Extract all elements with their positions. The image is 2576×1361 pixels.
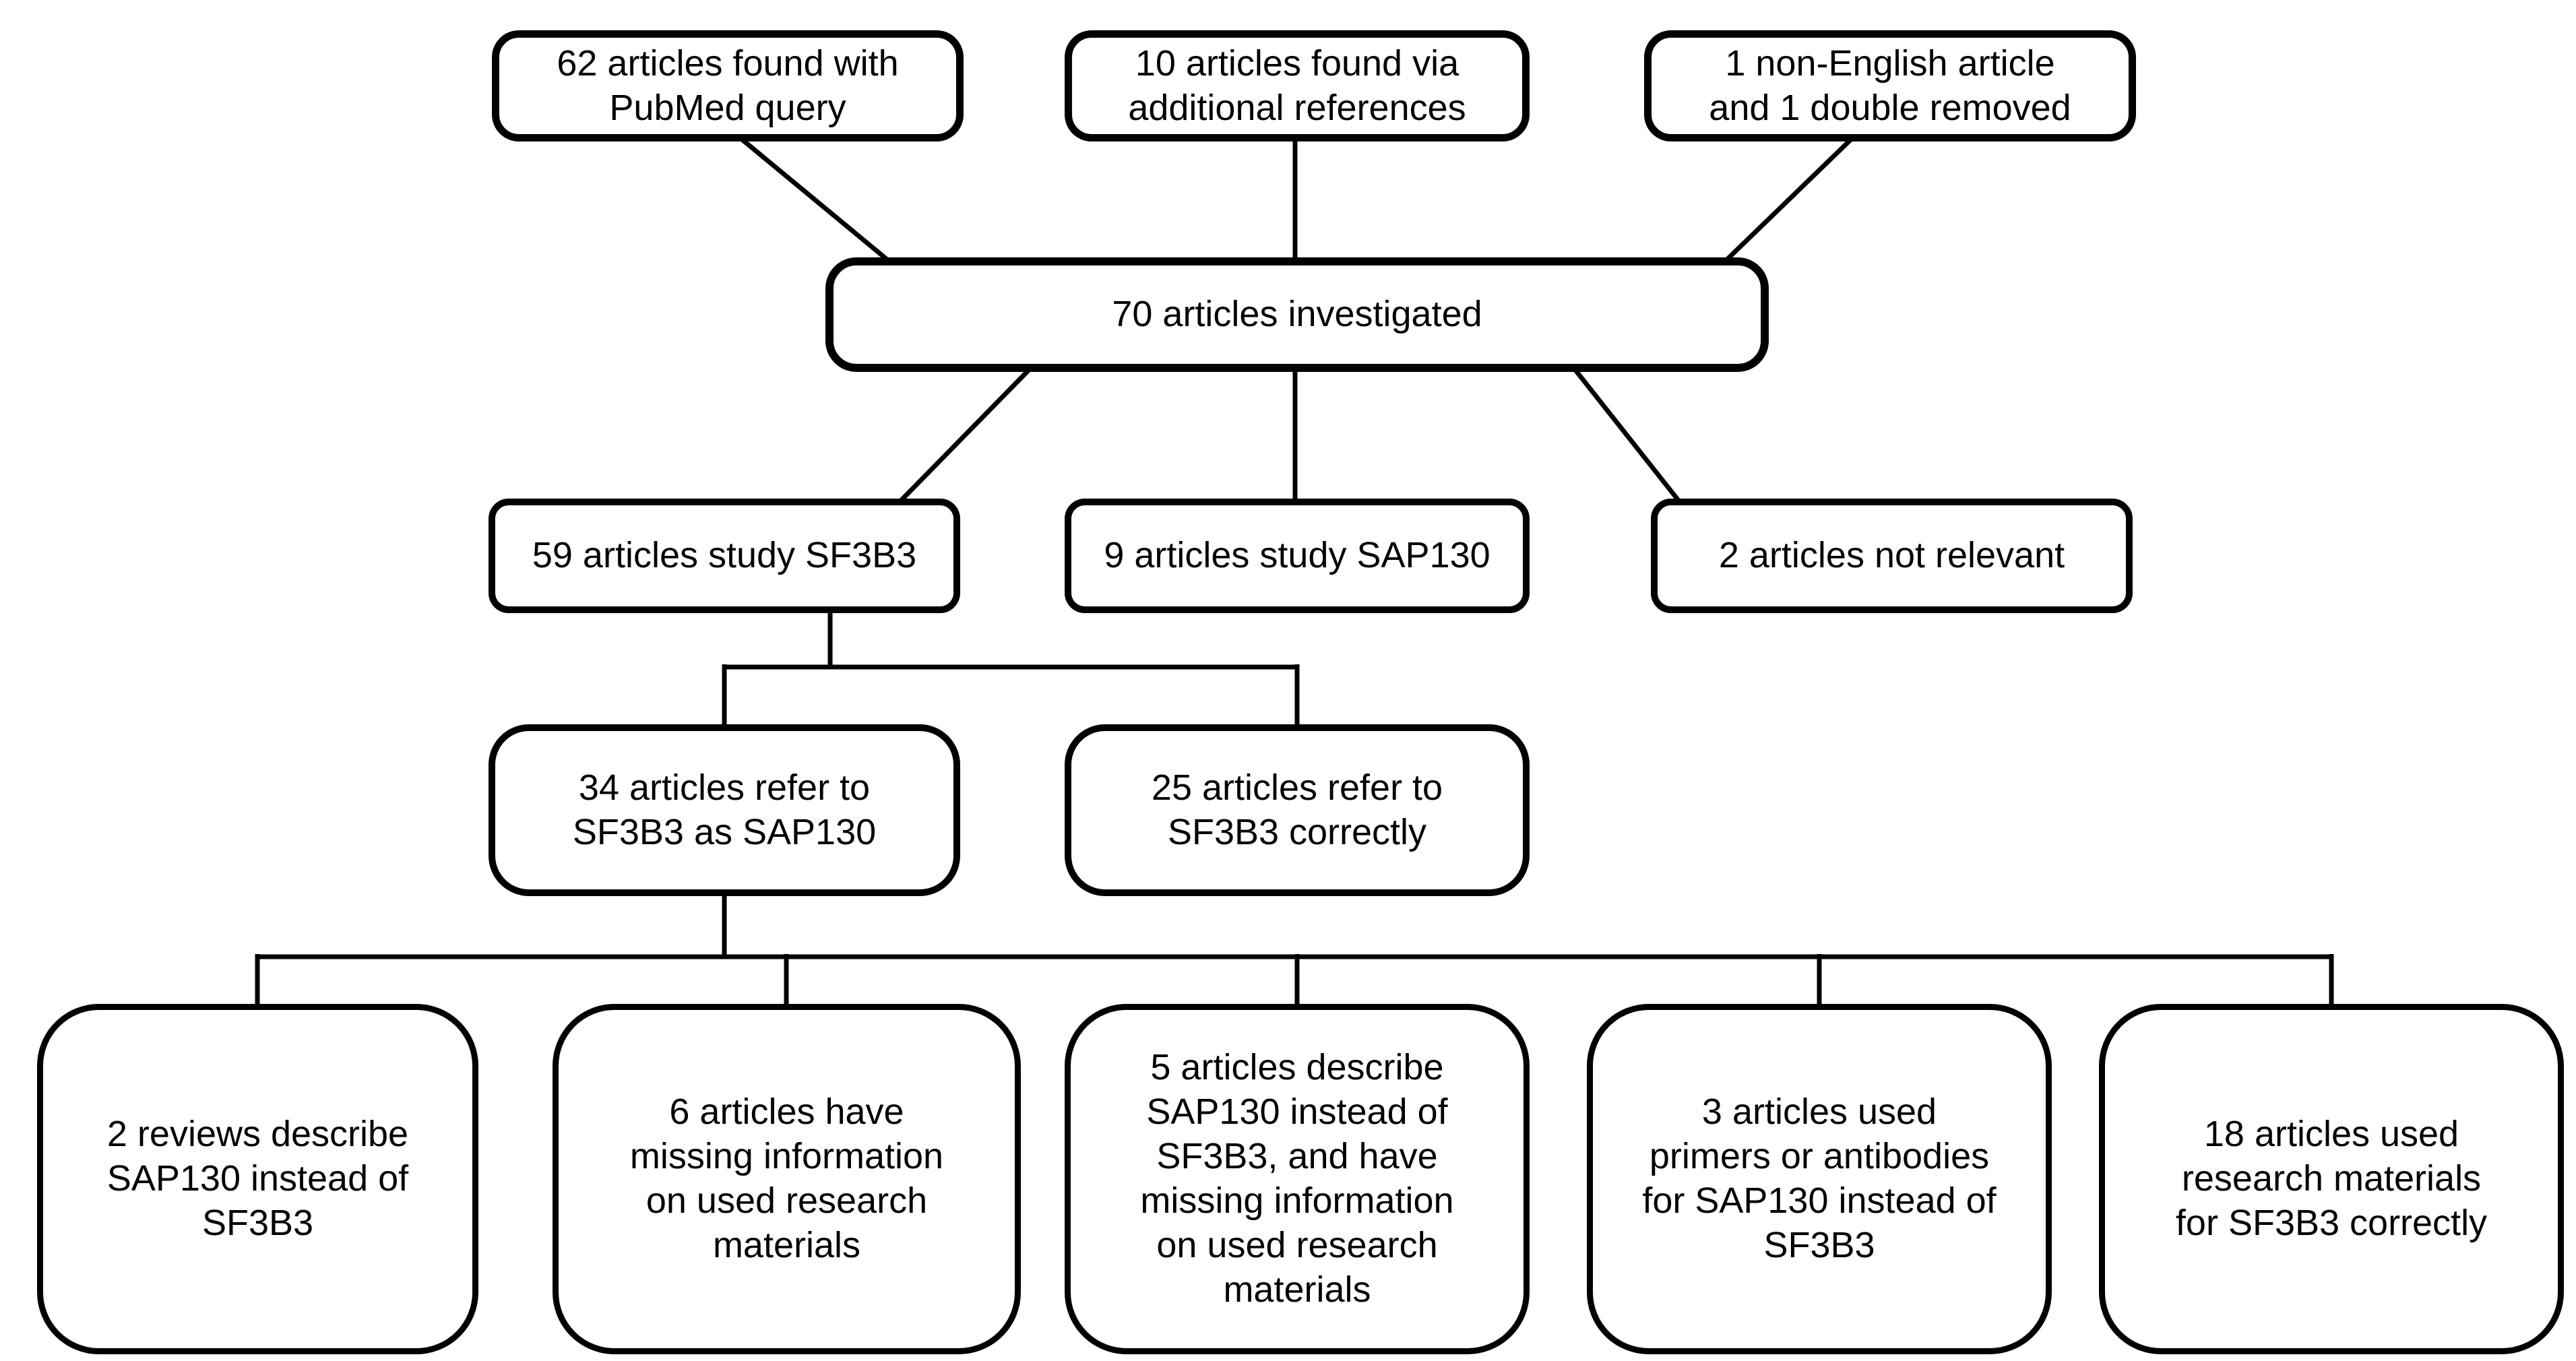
node-label: 2 reviews describe SAP130 instead of SF3… [106,1114,409,1243]
node-pubmed-query: 62 articles found with PubMed query [492,30,964,141]
node-reviews-describe: 2 reviews describe SAP130 instead of SF3… [37,1004,478,1354]
node-label: 9 articles study SAP130 [1104,535,1490,576]
node-refer-as-sap130: 34 articles refer to SF3B3 as SAP130 [489,724,960,896]
node-removed-articles: 1 non-English article and 1 double remov… [1644,30,2136,141]
node-refer-correctly: 25 articles refer to SF3B3 correctly [1065,724,1530,896]
node-label: 18 articles used research materials for … [2175,1114,2488,1243]
edge-investigated-notrelevant [1573,367,1681,503]
edge-pubmed-investigated [739,137,891,263]
node-missing-information: 6 articles have missing information on u… [553,1004,1021,1354]
node-materials-correct: 18 articles used research materials for … [2099,1004,2564,1354]
node-label: 34 articles refer to SF3B3 as SAP130 [572,767,877,852]
node-label: 3 articles used primers or antibodies fo… [1642,1091,1997,1265]
node-study-sap130: 9 articles study SAP130 [1065,499,1530,613]
node-describe-and-missing: 5 articles describe SAP130 instead of SF… [1065,1004,1530,1354]
node-label: 62 articles found with PubMed query [557,42,899,128]
edge-investigated-sf3b3 [898,367,1032,503]
node-additional-references: 10 articles found via additional referen… [1065,30,1530,141]
node-label: 10 articles found via additional referen… [1128,42,1466,128]
node-label: 25 articles refer to SF3B3 correctly [1151,767,1443,852]
node-label: 5 articles describe SAP130 instead of SF… [1140,1047,1454,1310]
node-label: 1 non-English article and 1 double remov… [1709,42,2071,128]
node-primers-antibodies: 3 articles used primers or antibodies fo… [1587,1004,2052,1354]
edge-removed-investigated [1723,137,1854,263]
node-label: 2 articles not relevant [1718,535,2065,576]
node-label: 70 articles investigated [1112,294,1482,335]
node-label: 59 articles study SF3B3 [532,535,917,576]
node-label: 6 articles have missing information on u… [629,1091,944,1265]
node-study-sf3b3: 59 articles study SF3B3 [489,499,960,613]
node-articles-investigated: 70 articles investigated [825,257,1769,372]
node-not-relevant: 2 articles not relevant [1651,499,2133,613]
